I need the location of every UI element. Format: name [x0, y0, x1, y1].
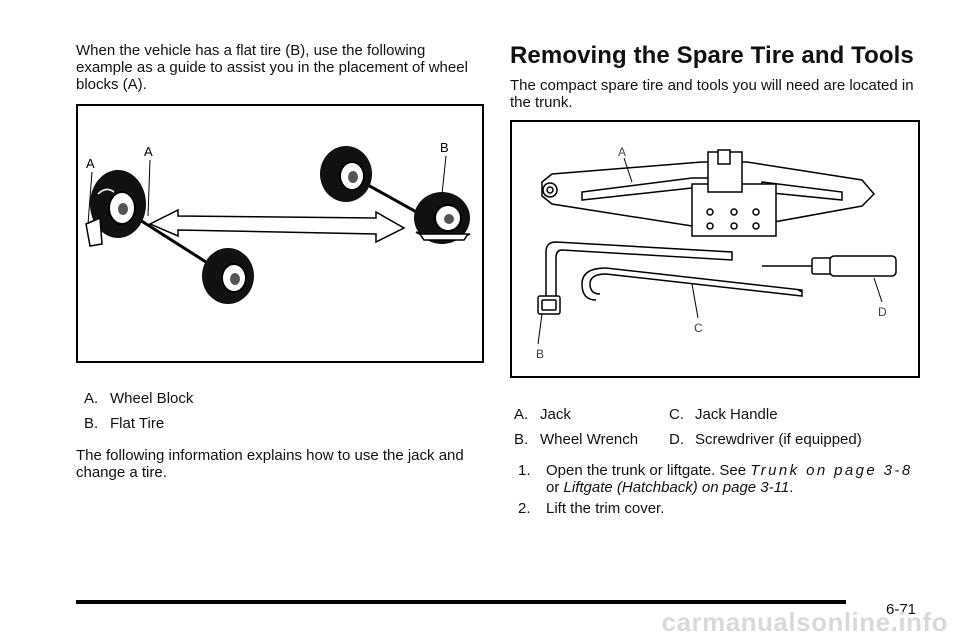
callout-a-left: A [86, 156, 95, 171]
leader-a2 [147, 159, 151, 217]
flat-tire-intro: When the vehicle has a flat tire (B), us… [76, 42, 468, 93]
step-item: 2. Lift the trim cover. [518, 500, 918, 517]
legend-text: Jack [540, 406, 571, 423]
legend-item: B. Wheel Wrench [514, 431, 638, 448]
tools-diagram: A B C D [536, 145, 897, 361]
legend-item: C. Jack Handle [669, 406, 778, 423]
callout-jack: A [618, 145, 626, 159]
leader-a1 [87, 171, 93, 225]
legend-letter: A. [84, 390, 99, 407]
legend-item: A. Jack [514, 406, 571, 423]
legend-letter: D. [669, 431, 684, 448]
step-text: Lift the trim cover. [546, 500, 665, 517]
legend-letter: B. [514, 431, 529, 448]
step-body: Open the trunk or liftgate. See Trunk on… [546, 462, 918, 496]
leader-jack [623, 157, 633, 183]
wheel-block-diagram: A A B [85, 140, 471, 304]
step-number: 2. [518, 500, 531, 517]
section-heading: Removing the Spare Tire and Tools [510, 42, 914, 69]
flat-tire [414, 192, 471, 244]
direction-arrow [148, 208, 406, 244]
wheel-wrench-drawing [537, 241, 733, 315]
legend-letter: A. [514, 406, 529, 423]
legend-text: Wheel Block [110, 390, 194, 407]
legend-item: A. Wheel Block [84, 390, 193, 407]
jack-handle-drawing [581, 267, 803, 301]
legend-letter: C. [669, 406, 684, 423]
wheel-block-rear [418, 233, 470, 241]
legend-letter: B. [84, 415, 99, 432]
footer-rule [76, 600, 846, 604]
step-text: or [546, 479, 564, 496]
step-text: Open the trunk or liftgate. See [546, 462, 751, 479]
step-number: 1. [518, 462, 531, 479]
rear-left-tire [320, 146, 372, 202]
page-number: 6-71 [886, 601, 917, 618]
jack-drawing [541, 149, 876, 237]
legend-text: Flat Tire [110, 415, 165, 432]
front-left-tire [90, 170, 146, 238]
wheel-block-illustration: A A B [76, 104, 484, 363]
legend-text: Screwdriver (if equipped) [695, 431, 862, 448]
callout-wrench: B [536, 347, 544, 361]
leader-handle [691, 283, 699, 319]
leader-wrench [537, 313, 543, 345]
callout-screwdriver: D [878, 305, 887, 319]
site-watermark: carmanualsonline.info [661, 607, 948, 637]
leader-b [441, 155, 447, 195]
wheel-block-front [85, 216, 103, 247]
legend-item: B. Flat Tire [84, 415, 164, 432]
callout-handle: C [694, 321, 703, 335]
step-body: Lift the trim cover. [546, 500, 918, 517]
trunk-page-link[interactable]: Trunk on page 3-8 [750, 462, 913, 479]
step-item: 1. Open the trunk or liftgate. See Trunk… [518, 462, 918, 496]
legend-text: Jack Handle [695, 406, 778, 423]
liftgate-page-link[interactable]: Liftgate (Hatchback) on page 3-11 [563, 479, 790, 496]
legend-item: D. Screwdriver (if equipped) [669, 431, 862, 448]
callout-a-block: A [144, 144, 153, 159]
front-right-tire [202, 248, 254, 304]
legend-text: Wheel Wrench [540, 431, 639, 448]
leader-screwdriver [873, 277, 883, 303]
callout-b: B [440, 140, 449, 155]
spare-tire-intro: The compact spare tire and tools you wil… [510, 77, 914, 111]
tools-illustration: A B C D [510, 120, 920, 378]
jack-info-paragraph: The following information explains how t… [76, 447, 464, 481]
step-text: . [789, 479, 794, 496]
screwdriver-drawing [762, 255, 897, 277]
